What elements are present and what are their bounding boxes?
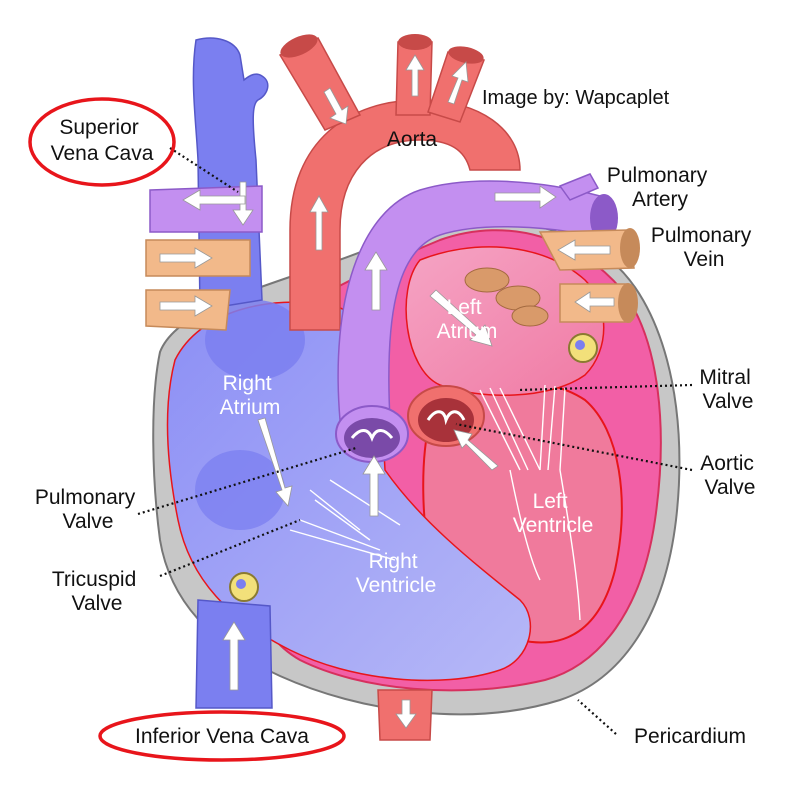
leader-aortic-valve — [455, 422, 693, 472]
label-aorta: Aorta — [387, 128, 438, 151]
label-right-atrium: Right Atrium — [220, 372, 281, 419]
right-atrium-upper-lobe — [205, 300, 305, 380]
pulmonary-artery-top-branch — [558, 173, 600, 201]
arrow-aorta-up-1 — [323, 87, 349, 125]
label-inferior-vena-cava: Inferior Vena Cava — [135, 725, 309, 748]
pulmonary-vein-opening-1 — [464, 267, 510, 293]
arrow-pv-left-1 — [159, 247, 213, 269]
label-left-atrium: Left Atrium — [437, 296, 498, 343]
pulmonary-valve-cusps — [350, 429, 394, 443]
label-mitral-valve: Mitral Valve — [699, 366, 756, 413]
arrow-lv-up — [453, 429, 499, 471]
label-superior-vena-cava: Superior Vena Cava — [51, 116, 154, 165]
arrow-aorta-arch — [309, 195, 329, 251]
arrow-aorta-up-2 — [405, 54, 425, 97]
image-credit: Image by: Wapcaplet — [482, 87, 670, 109]
label-pulmonary-artery: Pulmonary Artery — [607, 164, 713, 211]
arrow-descending — [395, 699, 417, 729]
arrow-pv-left-2 — [159, 295, 213, 317]
pulmonary-vein-right-1-opening — [620, 228, 640, 268]
pulmonary-vein-right-2-opening — [618, 283, 638, 323]
arrow-pa-left — [182, 189, 246, 211]
arrow-rv-up — [362, 455, 386, 517]
arrow-pv-right-1 — [557, 239, 611, 261]
label-pulmonary-vein: Pulmonary Vein — [651, 224, 757, 271]
leader-pericardium — [577, 699, 617, 735]
label-tricuspid-valve: Tricuspid Valve — [52, 568, 142, 615]
pulmonary-vein-opening-3 — [511, 305, 549, 327]
highlight-inferior-vena-cava — [98, 710, 346, 762]
arrow-pa-right — [494, 185, 557, 209]
coronary-node-left-dot — [575, 340, 585, 350]
aorta-branch-2-opening — [398, 34, 432, 50]
label-right-ventricle: Right Ventricle — [356, 550, 437, 597]
left-atrium-chamber — [405, 246, 605, 396]
chordae-tendineae-right — [289, 479, 401, 561]
label-left-ventricle: Left Ventricle — [513, 490, 594, 537]
flow-arrows — [159, 54, 615, 729]
leader-tricuspid-valve — [159, 518, 301, 578]
right-atrium-lower-lobe — [195, 450, 285, 530]
label-pericardium: Pericardium — [634, 725, 746, 748]
label-pulmonary-valve: Pulmonary Valve — [35, 486, 141, 533]
highlight-superior-vena-cava — [28, 97, 176, 187]
arrow-la-down — [429, 289, 493, 347]
aorta-branch-1-opening — [280, 34, 318, 58]
aortic-valve-cusps — [426, 410, 466, 426]
leader-mitral-valve — [517, 383, 693, 392]
aorta-branch-3-opening — [448, 46, 484, 64]
leader-superior-vena-cava — [169, 147, 239, 193]
arrow-pv-right-2 — [574, 291, 615, 313]
chordae-tendineae-left — [479, 384, 581, 621]
label-aortic-valve: Aortic Valve — [700, 452, 760, 499]
arrow-pa-up — [364, 251, 388, 311]
arrow-ivc-up — [222, 621, 246, 691]
arrow-aorta-up-3 — [447, 61, 469, 105]
arrow-ra-down — [257, 417, 293, 507]
coronary-node-right-dot — [236, 579, 246, 589]
leader-lines — [137, 147, 693, 735]
